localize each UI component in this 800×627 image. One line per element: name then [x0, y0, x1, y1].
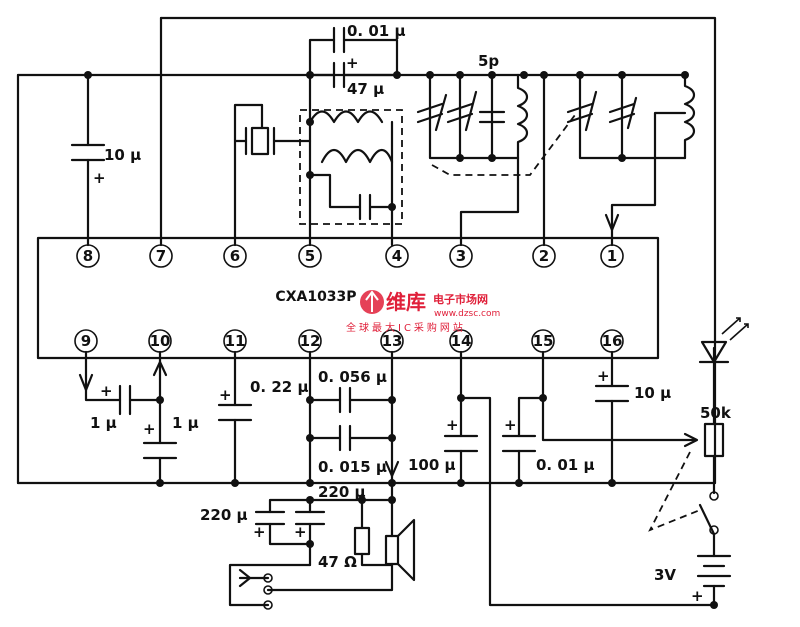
pot-50k-label: 50k — [700, 404, 732, 422]
c-47-label: 47 μ — [347, 80, 384, 98]
c-47-plus: + — [346, 54, 359, 72]
am-tuning-section — [416, 71, 548, 247]
pin-4-label: 4 — [392, 247, 402, 265]
battery-label: 3V — [654, 566, 676, 584]
c-0015-label: 0. 015 μ — [318, 458, 387, 476]
c-1u-b-plus: + — [143, 420, 156, 438]
c-220b-label: 220 μ — [318, 483, 366, 501]
pin-3-label: 3 — [456, 247, 466, 265]
c-10u-pin8-plus: + — [93, 169, 106, 187]
c-220a-label: 220 μ — [200, 506, 248, 524]
c-220b-plus: + — [294, 523, 307, 541]
pin-12-label: 12 — [300, 332, 321, 350]
pin-10-label: 10 — [150, 332, 171, 350]
top-supply-bus — [16, 16, 717, 485]
c-0056-label: 0. 056 μ — [318, 368, 387, 386]
c-220a-plus: + — [253, 523, 266, 541]
pin9-pin10-network — [78, 350, 178, 487]
pin-14-label: 14 — [451, 332, 472, 350]
pin-5-label: 5 — [305, 247, 315, 265]
c-1u-b-label: 1 μ — [172, 414, 199, 432]
pin-2-label: 2 — [539, 247, 549, 265]
ic-part-number: CXA1033P — [275, 289, 356, 305]
c-001b-label: 0. 01 μ — [536, 456, 595, 474]
ceramic-filter — [233, 103, 312, 247]
top-pins: 8 7 6 5 4 3 2 1 — [76, 244, 624, 268]
watermark-brand: 维库 — [386, 290, 426, 314]
c-100-label: 100 μ — [408, 456, 456, 474]
watermark-url: www.dzsc.com — [434, 309, 500, 319]
c-001b-plus: + — [504, 416, 517, 434]
pin-8-label: 8 — [83, 247, 93, 265]
c-1u-a-plus: + — [100, 382, 113, 400]
indicator-led — [698, 317, 749, 364]
pin14-100u-capacitor — [443, 350, 717, 607]
c-1u-a-label: 1 μ — [90, 414, 117, 432]
pin11-022u-capacitor — [217, 350, 253, 487]
c-10u-pin16-label: 10 μ — [634, 384, 671, 402]
watermark-tagline: 电子市场网 — [433, 292, 488, 306]
pin-7-label: 7 — [156, 247, 166, 265]
pin15-network — [501, 350, 699, 487]
c-10u-pin16-plus: + — [597, 367, 610, 385]
c-022-label: 0. 22 μ — [250, 378, 309, 396]
c-5p-label: 5p — [478, 52, 499, 70]
pin-6-label: 6 — [230, 247, 240, 265]
dzsc-watermark: 维库 电子市场网 www.dzsc.com 全球最大IC采购网站 — [346, 290, 500, 334]
pin-13-label: 13 — [382, 332, 403, 350]
pin8-10u-capacitor — [70, 71, 106, 247]
pin-15-label: 15 — [533, 332, 554, 350]
c-001-label: 0. 01 μ — [347, 22, 406, 40]
watermark-slogan: 全球最大IC采购网站 — [346, 321, 466, 334]
fm-tuning-section — [566, 71, 696, 247]
r-47-label: 47 Ω — [318, 553, 357, 571]
pin-9-label: 9 — [81, 332, 91, 350]
bottom-pins: 9 10 11 12 13 14 15 16 — [74, 329, 624, 353]
battery-3v — [696, 554, 732, 609]
c-10u-pin8-label: 10 μ — [104, 146, 141, 164]
gang-link — [431, 114, 576, 176]
pin12-pin13-capacitors — [306, 350, 400, 487]
power-switch — [648, 451, 719, 558]
pin16-10u-capacitor — [594, 350, 630, 487]
pin-11-label: 11 — [225, 332, 246, 350]
pin-16-label: 16 — [602, 332, 623, 350]
c-022-plus: + — [219, 386, 232, 404]
if-transformer — [299, 73, 403, 247]
battery-plus: + — [691, 587, 704, 605]
output-stage — [228, 481, 416, 610]
c-100-plus: + — [446, 416, 459, 434]
ic-body — [36, 236, 660, 360]
pin-1-label: 1 — [607, 247, 617, 265]
